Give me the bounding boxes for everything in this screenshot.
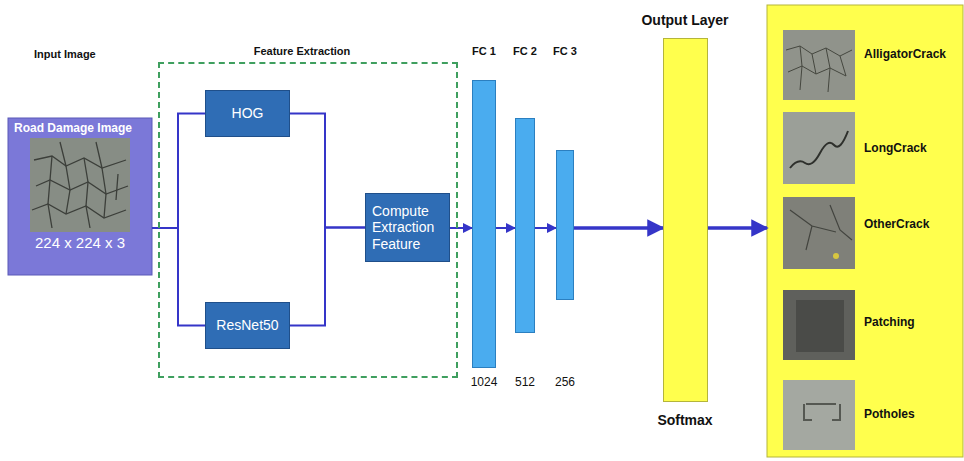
node-label: 1024 — [404, 376, 564, 390]
node-label: Potholes — [864, 408, 915, 422]
node-label: Softmax — [605, 412, 765, 428]
node-label: Output Layer — [605, 12, 765, 28]
feature-group: Feature ExtractionHOGResNet50Compute Ext… — [158, 62, 458, 378]
input-panel — [8, 118, 152, 275]
node-label: Feature Extraction — [222, 45, 382, 58]
fc-layer: FC 3256 — [556, 150, 574, 300]
connector — [290, 114, 365, 228]
connector — [574, 226, 663, 230]
node-label: LongCrack — [864, 142, 927, 156]
box-label: HOG — [232, 105, 264, 121]
class-thumbnails — [783, 30, 855, 450]
connector — [535, 227, 556, 229]
section-label: Input Image — [34, 48, 96, 60]
box-label: ResNet50 — [216, 317, 278, 333]
node-label: 224 x 224 x 3 — [0, 234, 160, 251]
process-box: Compute Extraction Feature — [365, 193, 450, 262]
connector — [496, 227, 515, 229]
node-label: FC 3 — [485, 45, 645, 58]
class-panel: AlligatorCrackLongCrackOtherCrackPatchin… — [767, 5, 963, 457]
connector — [708, 226, 767, 230]
node-label: AlligatorCrack — [864, 48, 946, 62]
box-label: Compute Extraction Feature — [372, 203, 443, 251]
node-label: 512 — [445, 376, 605, 390]
process-box: ResNet50 — [205, 302, 290, 349]
road-image — [30, 138, 130, 232]
output-layer: Output LayerSoftmax — [663, 38, 708, 402]
connector — [290, 228, 365, 326]
connector — [450, 227, 472, 229]
node-label: Road Damage Image — [14, 122, 132, 136]
fc-layer: FC 2512 — [515, 118, 535, 333]
node-label: 256 — [485, 376, 645, 390]
class-panel — [767, 5, 963, 457]
process-box: HOG — [205, 90, 290, 137]
node-label: FC 2 — [445, 45, 605, 58]
node-label: OtherCrack — [864, 218, 929, 232]
node-label: Patching — [864, 316, 915, 330]
fc-layer: FC 11024 — [472, 80, 496, 368]
node-label: FC 1 — [404, 45, 564, 58]
input-box: Road Damage Image224 x 224 x 3 — [8, 118, 152, 275]
